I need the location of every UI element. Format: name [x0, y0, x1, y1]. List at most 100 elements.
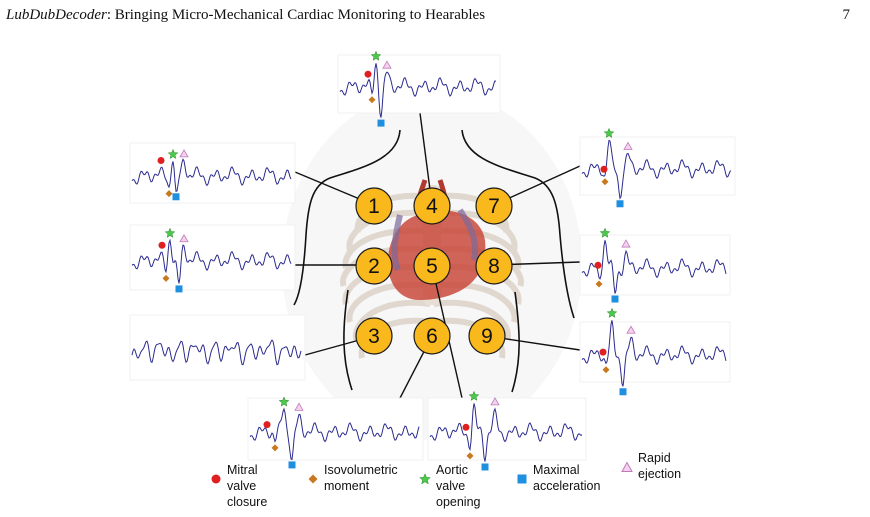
position-marker-4: 4 [413, 187, 451, 225]
position-circle [468, 317, 506, 355]
waveform-frame [427, 397, 587, 461]
running-title: LubDubDecoder: Bringing Micro-Mechanical… [6, 7, 485, 24]
legend-label: Aortic valve opening [436, 463, 481, 509]
mitral-marker [158, 241, 166, 249]
rapid-marker [179, 233, 189, 243]
aortic-marker [468, 390, 480, 401]
position-circle [475, 187, 513, 225]
rapid-marker [179, 149, 189, 158]
isovolumetric-marker [595, 280, 603, 288]
mitral-marker [263, 421, 271, 429]
rapid-marker [382, 60, 392, 69]
rib-right [433, 299, 512, 341]
legend: Mitral valve closure Isovolumetric momen… [210, 451, 730, 509]
rapid-marker [490, 397, 500, 406]
position-marker-9: 9 [468, 317, 506, 355]
waveform-trace [131, 238, 292, 284]
position-circle [355, 187, 393, 225]
waveform-frame [129, 224, 296, 291]
paper-subtitle: : Bringing Micro-Mechanical Cardiac Moni… [106, 7, 486, 23]
paper-name: LubDubDecoder [6, 7, 107, 23]
isovolumetric-marker [162, 274, 170, 282]
maximal-marker [288, 461, 296, 469]
position-circle [413, 187, 451, 225]
waveform-trace [581, 240, 727, 294]
body-outline-left [293, 129, 401, 306]
position-marker-7: 7 [475, 187, 513, 225]
waveform-trace [131, 339, 302, 366]
aortic-marker [278, 396, 290, 407]
position-circle [355, 317, 393, 355]
waveform-frame [129, 314, 306, 381]
rapid-marker [621, 239, 631, 248]
legend-label: Mitral valve closure [227, 463, 268, 509]
arm-line-right [511, 291, 520, 393]
waveform-panel-p7 [579, 127, 736, 208]
maximal-marker [481, 463, 489, 471]
maximal-marker [619, 388, 627, 396]
body-outline-right [461, 129, 575, 319]
waveform-panel-b5 [427, 390, 587, 471]
waveform-trace [131, 158, 292, 192]
waveform-panel-p2 [129, 224, 296, 293]
maximal-marker [611, 295, 619, 303]
position-number: 4 [426, 195, 438, 218]
aortic-marker [606, 307, 618, 318]
position-marker-3: 3 [355, 317, 393, 355]
legend-label: Maximal acceleration [533, 463, 601, 493]
waveform-frame [579, 234, 731, 296]
waveform-panel-b6 [247, 396, 424, 469]
position-marker-2: 2 [355, 247, 393, 285]
mitral-marker [600, 165, 608, 173]
pink-triangle-icon [621, 461, 633, 472]
position-marker-6: 6 [413, 317, 451, 355]
position-number: 5 [426, 255, 438, 278]
position-circle [355, 247, 393, 285]
orange-diamond-icon [308, 474, 318, 484]
waveform-panels [129, 50, 736, 471]
maximal-marker [616, 200, 624, 208]
waveform-trace [249, 407, 420, 461]
waveform-trace [581, 320, 727, 387]
position-number: 9 [481, 325, 493, 348]
position-number: 3 [368, 325, 380, 348]
waveform-panel-p3 [129, 314, 306, 381]
aortic-marker [164, 227, 176, 238]
legend-label: Rapid ejection [638, 451, 682, 481]
position-number: 2 [368, 255, 380, 278]
isovolumetric-marker [602, 366, 610, 374]
position-marker-8: 8 [475, 247, 513, 285]
page-number: 7 [842, 7, 851, 23]
isovolumetric-marker [165, 190, 173, 198]
waveform-frame [247, 397, 424, 461]
position-circle [413, 247, 451, 285]
position-number: 7 [488, 195, 500, 218]
aortic-marker [370, 50, 382, 61]
rapid-marker [623, 141, 633, 150]
mitral-marker [599, 348, 607, 356]
waveform-frame [129, 142, 296, 204]
maximal-marker [175, 285, 183, 293]
aortic-marker [599, 227, 611, 238]
position-number: 8 [488, 255, 500, 278]
mitral-marker [157, 157, 165, 165]
isovolumetric-marker [466, 452, 474, 460]
position-number: 6 [426, 325, 438, 348]
waveform-trace [429, 403, 583, 462]
waveform-panel-p1 [129, 142, 296, 204]
position-marker-5: 5 [413, 247, 451, 285]
blue-square-icon [517, 474, 527, 484]
waveform-frame [337, 54, 501, 114]
waveform-panel-p9 [579, 307, 731, 396]
red-circle-icon [211, 474, 221, 484]
rapid-marker [626, 325, 636, 334]
waveform-panel-top [337, 50, 501, 127]
isovolumetric-marker [601, 178, 609, 186]
position-number: 1 [368, 195, 380, 218]
waveform-trace [339, 63, 497, 118]
aortic-marker [603, 127, 615, 139]
aortic-marker [167, 148, 179, 160]
maximal-marker [172, 193, 180, 201]
waveform-trace [581, 139, 732, 200]
